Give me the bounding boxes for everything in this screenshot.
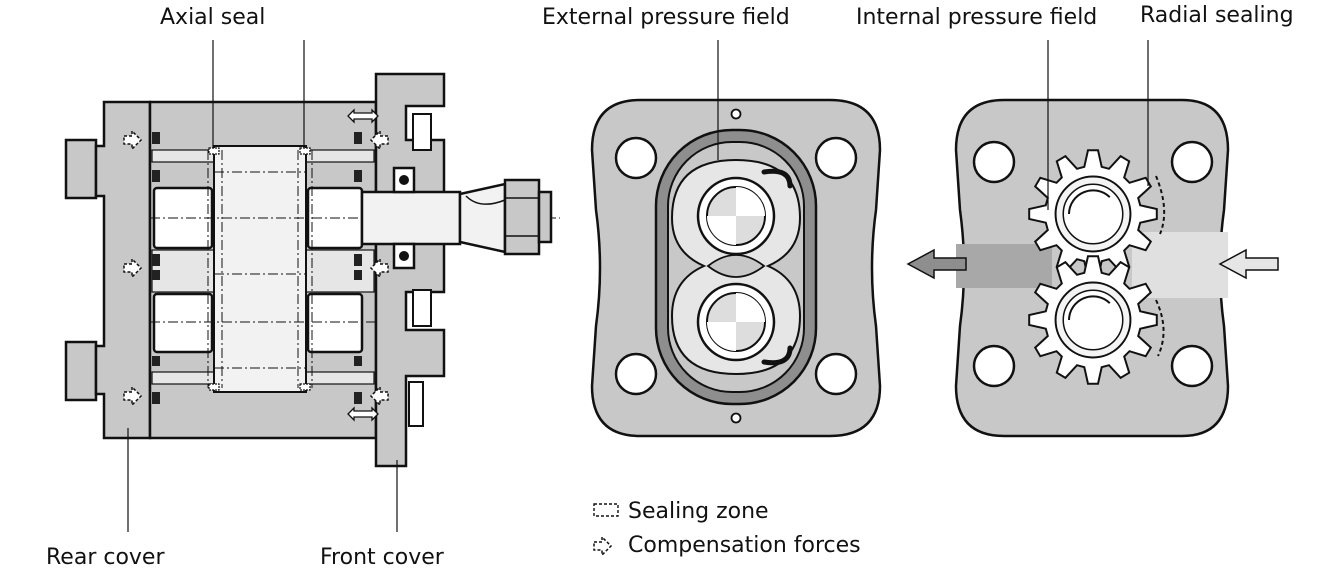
legend: Sealing zone Compensation forces [593, 499, 861, 558]
gear-housing-view [906, 98, 1279, 438]
upper-gear-bore [1062, 183, 1124, 245]
lower-gear-rotation-arrow [1068, 295, 1111, 321]
bolt-head-top [64, 138, 98, 200]
legend-compensation-forces: Compensation forces [628, 533, 861, 558]
legend-sealing-zone: Sealing zone [628, 499, 769, 524]
rear-cover-body [94, 100, 152, 440]
label-internal-pressure-field: Internal pressure field [856, 5, 1097, 30]
side-section-view [64, 72, 560, 468]
outlet-arrow [906, 248, 967, 280]
sealing-zone-icon [593, 503, 619, 517]
label-external-pressure-field: External pressure field [542, 5, 790, 30]
leader-lines [127, 40, 1149, 532]
compensation-forces-icon [593, 536, 612, 556]
label-front-cover: Front cover [320, 545, 445, 570]
pressure-plate-view [590, 98, 882, 438]
lower-gear-bore [1062, 289, 1124, 351]
label-rear-cover: Rear cover [46, 545, 165, 570]
upper-gear-rotation-arrow [1068, 189, 1111, 215]
bolt-head-bottom [64, 340, 98, 402]
inlet-arrow [1218, 248, 1279, 280]
label-radial-sealing: Radial sealing [1140, 3, 1294, 28]
label-axial-seal: Axial seal [160, 5, 265, 30]
